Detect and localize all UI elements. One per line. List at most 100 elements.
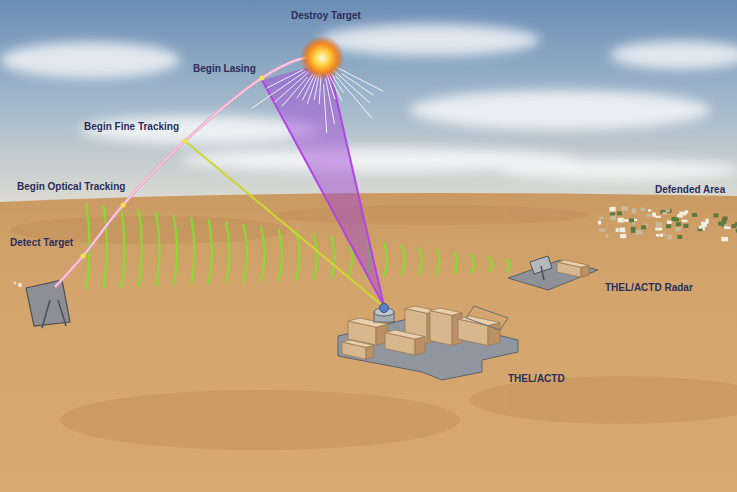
radar-wave	[226, 222, 230, 284]
tree	[671, 217, 676, 221]
radar-wave	[401, 245, 405, 276]
house	[656, 234, 659, 236]
tree	[736, 229, 737, 233]
shelter-top	[430, 308, 462, 315]
debris-streak	[275, 72, 309, 102]
radar-wave	[454, 252, 458, 274]
dunes	[10, 205, 737, 450]
tree	[676, 222, 681, 226]
callout-label: Detect Target	[10, 237, 73, 249]
house	[636, 230, 643, 235]
radar-wave	[244, 224, 248, 283]
house	[682, 220, 688, 222]
house	[656, 222, 662, 227]
launcher	[14, 280, 71, 328]
tree	[641, 225, 646, 229]
house	[655, 228, 662, 231]
house	[616, 228, 619, 232]
house	[605, 234, 608, 237]
tree	[731, 224, 736, 228]
house	[640, 208, 645, 211]
callout-label: Defended Area	[655, 184, 725, 196]
trajectory	[55, 57, 322, 287]
radar-wave	[331, 235, 335, 278]
laser-edge	[262, 80, 384, 306]
house	[652, 213, 656, 217]
radar-wave	[279, 229, 283, 282]
callout-label: THEL/ACTD Radar	[605, 282, 693, 294]
house	[632, 208, 636, 213]
callout-label: Begin Lasing	[193, 63, 256, 75]
house	[666, 209, 670, 212]
house	[662, 212, 666, 215]
tree	[629, 218, 634, 222]
callout-label: Begin Fine Tracking	[84, 121, 179, 133]
turret-dome	[380, 304, 389, 313]
frame	[466, 306, 508, 330]
house	[660, 234, 663, 237]
debris-streak	[335, 76, 371, 118]
tree	[721, 219, 726, 223]
tree	[713, 213, 718, 217]
radar-waves	[86, 203, 510, 289]
house	[599, 229, 605, 232]
radar-wave	[86, 203, 90, 289]
radar	[508, 256, 598, 290]
radar-wave	[506, 259, 510, 272]
event-dot	[183, 139, 188, 144]
thel-facility	[338, 304, 518, 381]
house	[619, 228, 625, 233]
shelter-front	[430, 311, 452, 346]
tree	[677, 235, 682, 239]
radar-antenna	[530, 256, 552, 274]
tree	[631, 229, 636, 233]
debris-streak	[267, 70, 304, 89]
house	[621, 207, 628, 212]
debris-streak	[252, 71, 306, 108]
radar-wave	[156, 212, 160, 286]
event-dot	[121, 203, 126, 208]
shelter-top	[385, 330, 425, 339]
clouds	[0, 24, 737, 180]
shelter-top	[557, 260, 589, 267]
house	[701, 224, 706, 227]
tree	[667, 209, 672, 213]
laser-edge	[328, 62, 384, 306]
house	[648, 209, 651, 211]
shelter-side	[415, 337, 425, 356]
explosion	[300, 36, 344, 80]
radar-wave	[436, 249, 440, 274]
callout-label: Destroy Target	[291, 10, 361, 22]
house	[599, 217, 604, 219]
tree	[683, 224, 688, 228]
radar-wave	[121, 208, 125, 288]
town	[598, 207, 737, 242]
debris-streak	[282, 77, 308, 107]
radar-wave	[191, 217, 195, 285]
tree	[661, 210, 666, 214]
radar-mast	[541, 266, 544, 280]
house	[646, 214, 651, 217]
radar-wave	[314, 233, 318, 279]
event-dot	[81, 254, 86, 259]
house	[618, 218, 624, 223]
house	[610, 215, 616, 220]
debris-streak	[325, 78, 334, 124]
callout-label: THEL/ACTD	[508, 373, 565, 385]
house	[677, 214, 683, 217]
debris-streak	[324, 84, 327, 133]
radar-wave	[174, 215, 178, 286]
house	[598, 221, 601, 225]
tree	[692, 213, 697, 217]
callout-label: Begin Optical Tracking	[17, 181, 125, 193]
radar-wave	[261, 226, 265, 282]
house	[675, 227, 681, 231]
trajectory-core	[55, 57, 322, 287]
radar-wave	[104, 205, 108, 288]
tracking-line	[185, 141, 383, 306]
house	[609, 207, 615, 212]
radar-wave	[139, 210, 143, 287]
house	[667, 221, 672, 224]
house	[620, 234, 626, 238]
